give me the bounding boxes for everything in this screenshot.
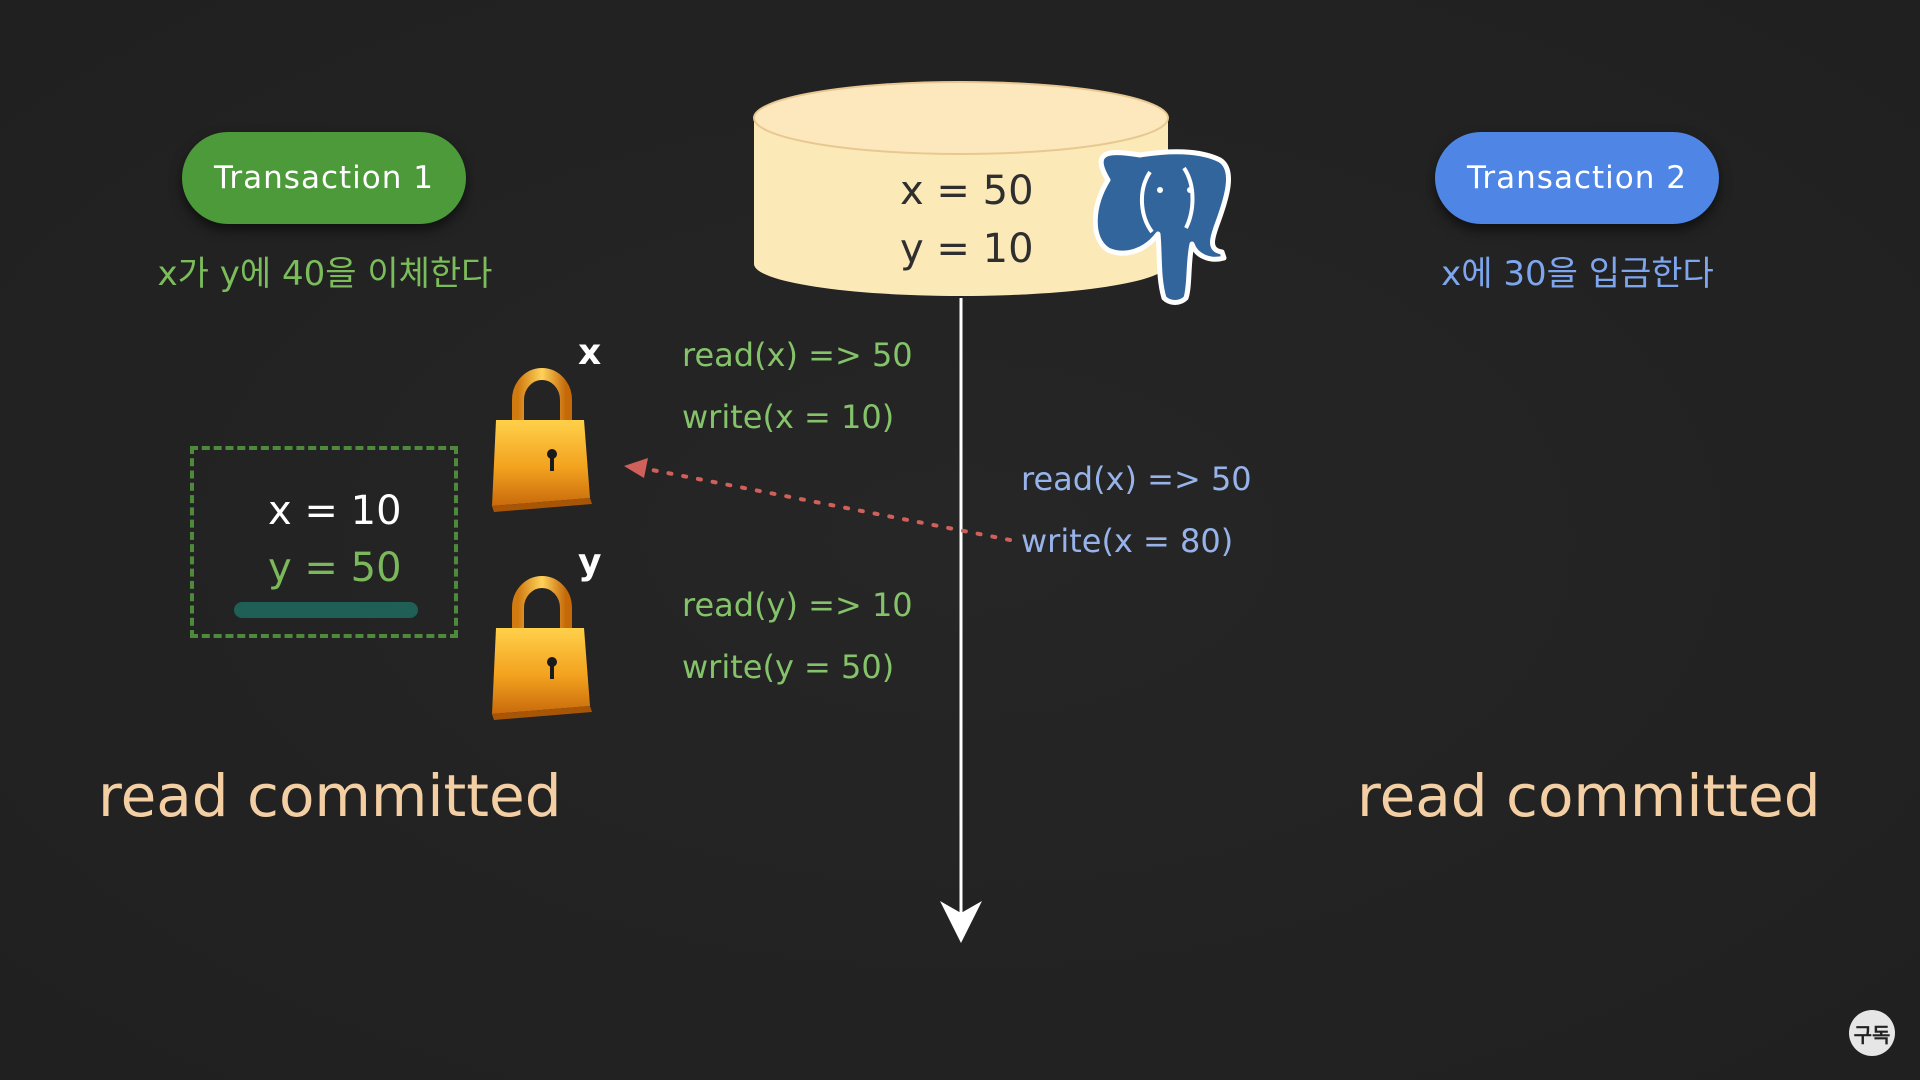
t1-write-y: write(y = 50) <box>682 648 894 686</box>
transaction-2-isolation-level: read committed <box>1357 762 1821 830</box>
subscribe-badge[interactable]: 구독 <box>1849 1010 1895 1056</box>
lock-x-icon <box>492 374 592 512</box>
t1-read-y: read(y) => 10 <box>682 586 913 624</box>
lock-y-label: y <box>578 542 601 583</box>
database-y-value: y = 10 <box>900 226 1034 272</box>
buffer-y-value: y = 50 <box>268 545 402 591</box>
t1-read-x: read(x) => 50 <box>682 336 913 374</box>
t2-read-x: read(x) => 50 <box>1021 460 1252 498</box>
t2-write-x: write(x = 80) <box>1021 522 1233 560</box>
buffer-highlight-bar <box>234 602 418 618</box>
transaction-1-isolation-level: read committed <box>98 762 562 830</box>
conflict-arrow <box>624 458 1010 540</box>
database-x-value: x = 50 <box>900 168 1034 214</box>
lock-x-label: x <box>578 332 601 373</box>
lock-y-icon <box>492 582 592 720</box>
t1-write-x: write(x = 10) <box>682 398 894 436</box>
buffer-x-value: x = 10 <box>268 488 402 534</box>
